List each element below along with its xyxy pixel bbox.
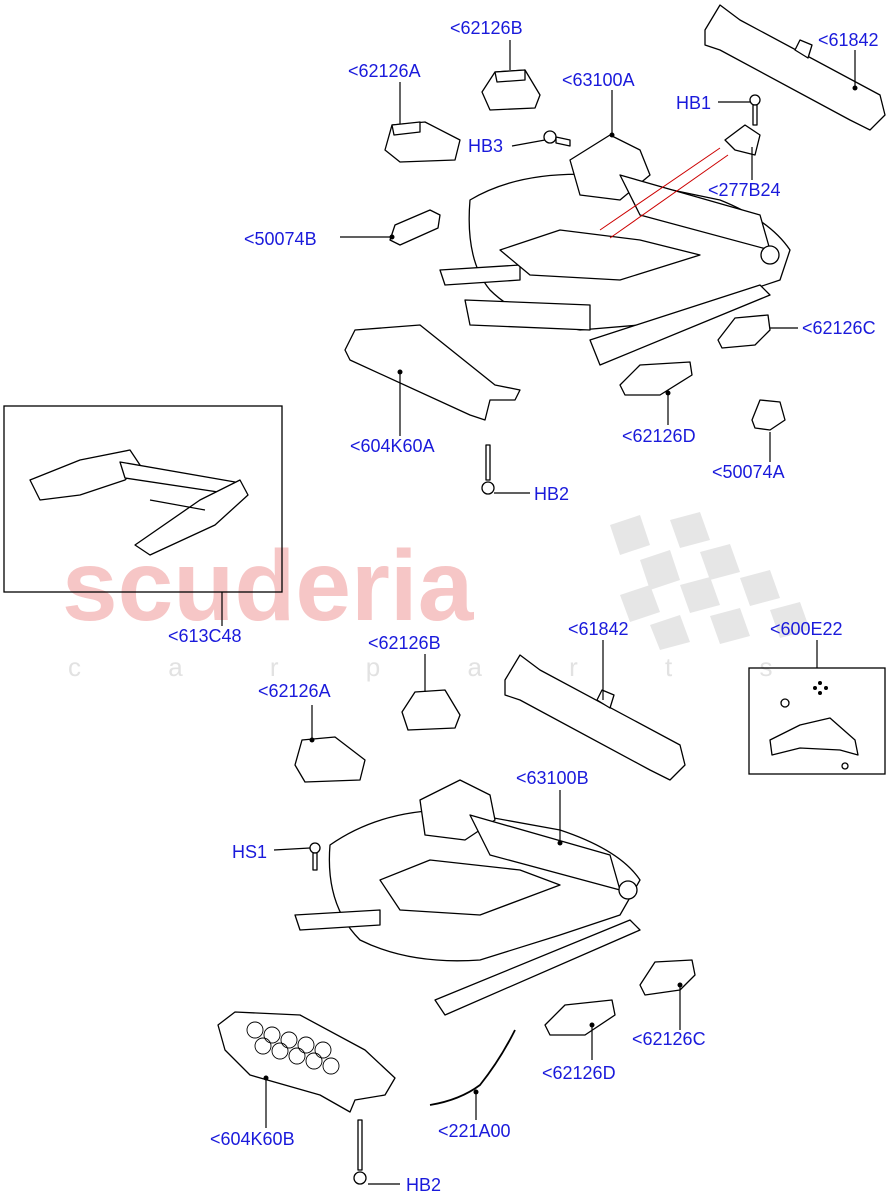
label-50074a[interactable]: <50074A bbox=[712, 462, 785, 482]
bolt-hb1[interactable] bbox=[749, 94, 761, 126]
label-613c48[interactable]: <613C48 bbox=[168, 626, 242, 646]
trim-cover-62126c-top[interactable] bbox=[717, 314, 771, 349]
label-62126a-top[interactable]: <62126A bbox=[348, 61, 421, 81]
label-62126d-bottom[interactable]: <62126D bbox=[542, 1063, 616, 1083]
label-604k60b[interactable]: <604K60B bbox=[210, 1129, 295, 1149]
bolt-hb2-bottom[interactable] bbox=[353, 1119, 367, 1185]
callout-labels: <62126B <62126A <63100A <61842 HB1 HB3 <… bbox=[168, 18, 879, 1195]
label-hb1[interactable]: HB1 bbox=[676, 93, 711, 113]
label-62126a-bottom[interactable]: <62126A bbox=[258, 681, 331, 701]
label-600e22[interactable]: <600E22 bbox=[770, 619, 843, 639]
checkered-flag-icon bbox=[610, 512, 810, 650]
bolt-hs1[interactable] bbox=[309, 842, 321, 871]
shield-panel-604k60a[interactable] bbox=[344, 324, 521, 421]
label-277b24[interactable]: <277B24 bbox=[708, 180, 781, 200]
label-50074b[interactable]: <50074B bbox=[244, 229, 317, 249]
inset-box-600e22[interactable] bbox=[748, 667, 886, 775]
label-hb3[interactable]: HB3 bbox=[468, 136, 503, 156]
label-62126d-top[interactable]: <62126D bbox=[622, 426, 696, 446]
inset-box-613c48[interactable] bbox=[3, 405, 283, 593]
trim-cover-62126c-bottom[interactable] bbox=[639, 959, 696, 996]
clip-50074a[interactable] bbox=[751, 399, 786, 431]
seat-frame-63100a[interactable] bbox=[439, 134, 791, 366]
label-63100a[interactable]: <63100A bbox=[562, 70, 635, 90]
seat-frame-63100b[interactable] bbox=[294, 779, 641, 1016]
trim-cover-62126d-bottom[interactable] bbox=[544, 999, 616, 1036]
bracket-277b24[interactable] bbox=[599, 124, 761, 239]
label-61842-bottom[interactable]: <61842 bbox=[568, 619, 629, 639]
label-hb2-top[interactable]: HB2 bbox=[534, 484, 569, 504]
label-604k60a[interactable]: <604K60A bbox=[350, 436, 435, 456]
clip-50074b[interactable] bbox=[389, 209, 441, 246]
cross-rail-61842-bottom[interactable] bbox=[504, 654, 686, 781]
label-hs1[interactable]: HS1 bbox=[232, 842, 267, 862]
bolt-hb2-top[interactable] bbox=[481, 444, 495, 495]
watermark-brand: scuderia bbox=[62, 530, 475, 642]
watermark-sub: c a r p a r t s bbox=[68, 652, 813, 682]
label-62126c-top[interactable]: <62126C bbox=[802, 318, 876, 338]
bolt-hb3[interactable] bbox=[543, 130, 571, 147]
trim-cover-62126d-top[interactable] bbox=[619, 361, 693, 396]
trim-cover-62126a-bottom[interactable] bbox=[294, 736, 366, 783]
trim-cover-62126a-top[interactable] bbox=[384, 121, 461, 163]
cross-rail-61842-top[interactable] bbox=[704, 4, 886, 131]
label-62126b-top[interactable]: <62126B bbox=[450, 18, 523, 38]
label-61842-top[interactable]: <61842 bbox=[818, 30, 879, 50]
wiring-harness-221a00[interactable] bbox=[429, 1029, 516, 1106]
label-62126b-bottom[interactable]: <62126B bbox=[368, 633, 441, 653]
shield-panel-604k60b[interactable] bbox=[217, 1011, 396, 1113]
label-hb2-bottom[interactable]: HB2 bbox=[406, 1175, 441, 1195]
watermark: scuderia c a r p a r t s bbox=[62, 512, 813, 682]
label-62126c-bottom[interactable]: <62126C bbox=[632, 1029, 706, 1049]
leader-lines bbox=[221, 40, 858, 1185]
trim-cover-62126b-top[interactable] bbox=[481, 69, 541, 111]
label-63100b[interactable]: <63100B bbox=[516, 768, 589, 788]
trim-cover-62126b-bottom[interactable] bbox=[401, 689, 461, 731]
label-221a00[interactable]: <221A00 bbox=[438, 1121, 511, 1141]
